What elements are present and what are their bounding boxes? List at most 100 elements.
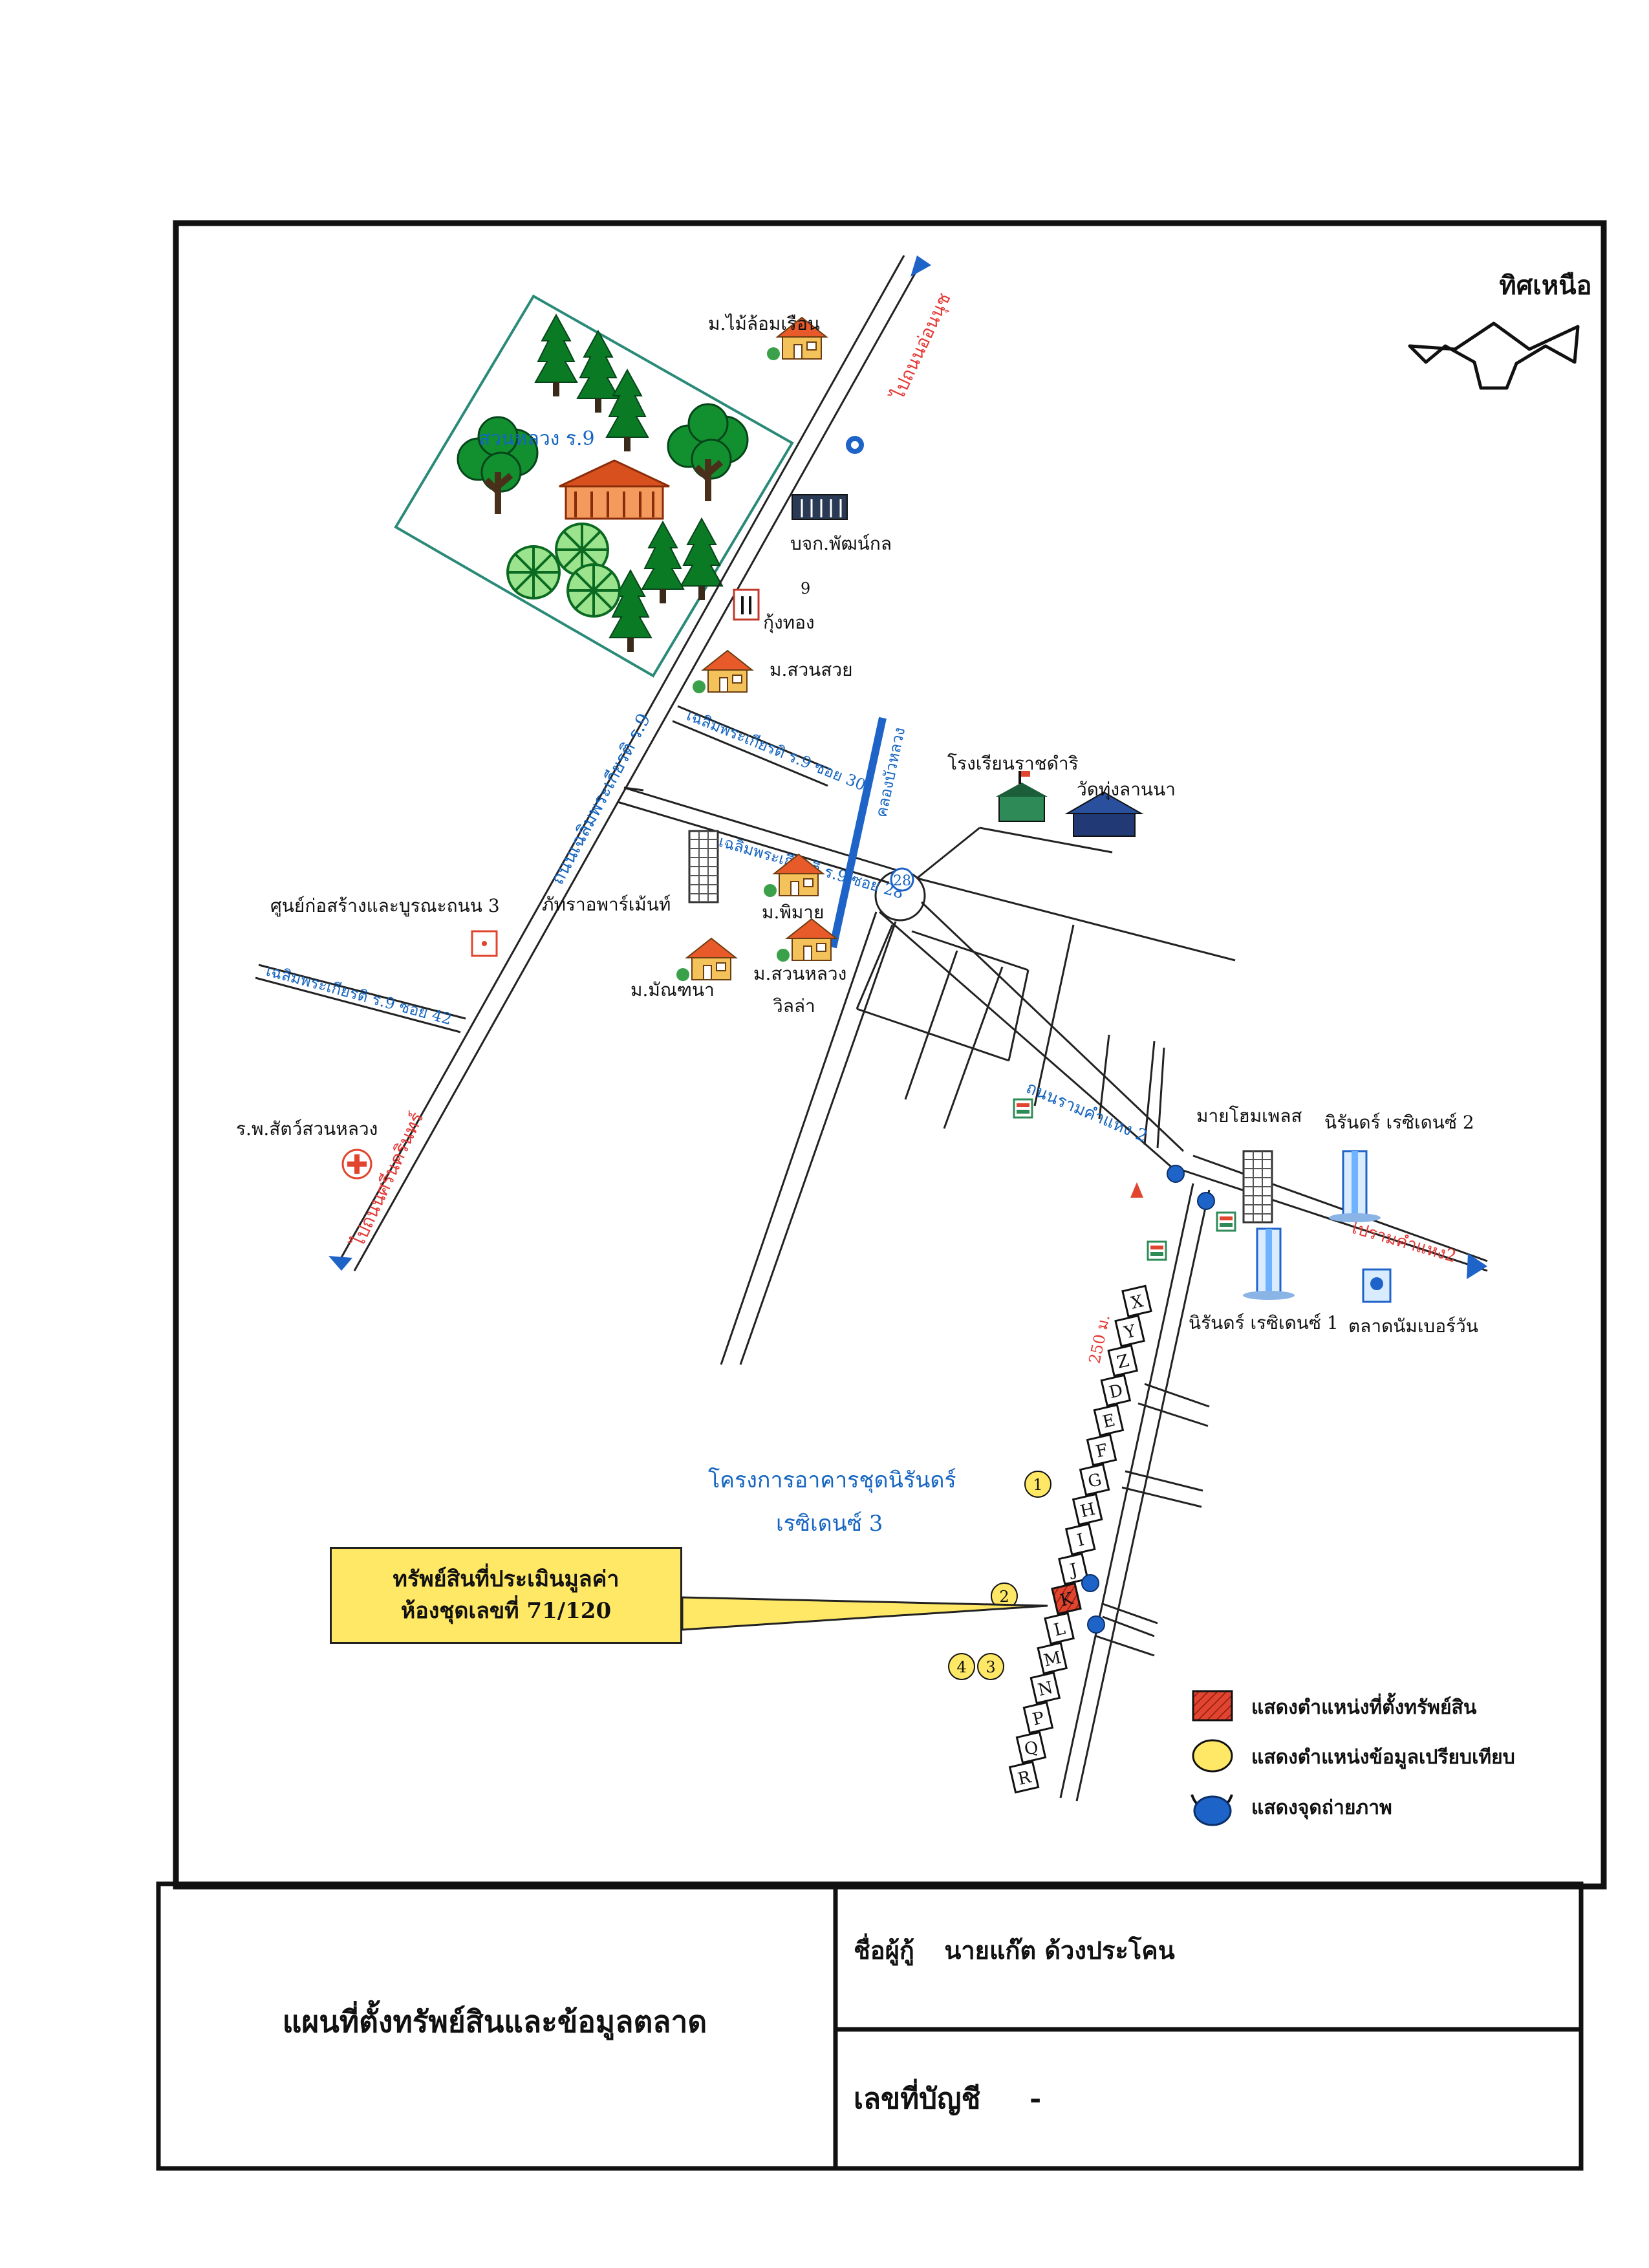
road-label-soi-west: เฉลิมพระเกียรติ ร.9 ซอย 42	[264, 962, 453, 1029]
callout-pointer	[681, 1596, 1048, 1631]
borrower-name: นายแก๊ต ด้วงประโคน	[944, 1936, 1175, 1965]
svg-text:4: 4	[956, 1658, 966, 1676]
place-nine: 9	[801, 579, 810, 598]
subject-callout: ทรัพย์สินที่ประเมินมูลค่า ห้องชุดเลขที่ …	[330, 1547, 682, 1644]
place-wat: วัดทุ่งลานนา	[1077, 779, 1176, 801]
soi28-number: 28	[893, 873, 911, 889]
building-block: Z	[1107, 1344, 1139, 1377]
building-block: Q	[1015, 1731, 1047, 1764]
legend-photo-icon	[1191, 1794, 1233, 1826]
place-mai-lom-ruen: ม.ไม้ล้อมเรือน	[708, 313, 820, 334]
road-label-ramkhamhaeng2: ถนนรามคำแหง 2	[1023, 1078, 1150, 1147]
canal	[829, 717, 887, 949]
borrower-label: ชื่อผู้กู้	[854, 1936, 914, 1965]
apartment-icon	[688, 830, 719, 903]
building-block: F	[1086, 1433, 1117, 1467]
market-icon	[1362, 1268, 1392, 1303]
account-label: เลขที่บัญชี	[854, 2082, 981, 2115]
place-apartment: ภัทราอพาร์เม้นท์	[542, 894, 671, 915]
tower-icon-nirun-2	[1328, 1150, 1382, 1224]
gas-station-icon	[846, 436, 864, 454]
project-label-2: เรซิเดนซ์ 3	[776, 1511, 883, 1537]
house-icon-suan-luang-villa	[776, 918, 837, 962]
building-block: X	[1121, 1284, 1152, 1318]
road-arrow-north-icon	[911, 255, 931, 277]
road-network	[255, 255, 1488, 1802]
road-arrow-south-icon	[329, 1256, 352, 1271]
convenience-store-icon	[1013, 1098, 1033, 1119]
place-suan-suay: ม.สวนสวย	[770, 659, 853, 680]
subject-block: K	[1051, 1582, 1082, 1615]
place-road-center: ศูนย์ก่อสร้างและบูรณะถนน 3	[270, 895, 500, 917]
building-block: R	[1008, 1760, 1040, 1794]
office-icon	[471, 930, 498, 957]
building-block: J	[1058, 1552, 1089, 1586]
building-block: D	[1100, 1374, 1132, 1407]
building-block: Y	[1114, 1314, 1145, 1348]
road-label-soi30: เฉลิมพระเกียรติ ร.9 ซอย 30	[684, 706, 868, 795]
temple-wat-icon	[1064, 791, 1144, 837]
footer-title: แผนที่ตั้งทรัพย์สินและข้อมูลตลาด	[282, 2004, 707, 2039]
place-phimai: ม.พิมาย	[762, 902, 824, 923]
north-label: ทิศเหนือ	[1499, 270, 1591, 301]
photo-point-icon	[1087, 1615, 1105, 1634]
road-arrow-east-icon	[1467, 1253, 1487, 1279]
legend-photo-label: แสดงจุดถ่ายภาพ	[1251, 1797, 1392, 1820]
place-my-home-place: มายโฮมเพลส	[1196, 1105, 1302, 1127]
project-label-1: โครงการอาคารชุดนิรันดร์	[708, 1467, 956, 1493]
building-letter: L	[1052, 1619, 1068, 1640]
legend-subject-label: แสดงตำแหน่งที่ตั้งทรัพย์สิน	[1251, 1692, 1477, 1719]
tower-icon-my-home-place	[1242, 1150, 1273, 1224]
photo-point-icon	[1167, 1165, 1185, 1183]
account-row: เลขที่บัญชี -	[854, 2076, 1041, 2121]
park-area	[394, 294, 794, 678]
building-block: G	[1079, 1463, 1110, 1496]
building-block: I	[1064, 1522, 1096, 1556]
park-label: สวนหลวง ร.9	[479, 427, 595, 450]
place-suan-luang-villa-2: วิลล่า	[773, 995, 815, 1017]
photo-point-icon	[1197, 1192, 1215, 1210]
account-value: -	[1029, 2082, 1042, 2115]
photo-point-icon	[1081, 1574, 1099, 1592]
building-block: M	[1037, 1641, 1068, 1675]
callout-line-2: ห้องชุดเลขที่ 71/120	[400, 1598, 612, 1624]
factory-icon	[792, 494, 848, 520]
place-manchana: ม.มัณฑนา	[630, 979, 715, 1000]
school-icon	[996, 771, 1048, 822]
road-label-to-ramkhamhaeng2: ไปรามคำแหง2	[1346, 1216, 1458, 1266]
house-icon-manchana	[676, 938, 737, 982]
comparable-marker: 2	[991, 1582, 1018, 1610]
legend-subject-icon	[1192, 1690, 1233, 1722]
place-kueng-thong: กุ้งทอง	[763, 612, 815, 634]
convenience-store-icon	[1147, 1240, 1167, 1261]
temple-icon	[559, 459, 670, 520]
svg-text:3: 3	[986, 1658, 995, 1676]
road-label-main: ถนนเฉลิมพระเกียรติ ร.9	[546, 709, 655, 888]
comparable-marker: 4	[948, 1653, 975, 1680]
legend-comparable-icon	[1192, 1739, 1233, 1773]
house-icon-suan-suay	[692, 650, 753, 694]
map-frame	[173, 220, 1607, 1890]
building-letter: P	[1031, 1708, 1046, 1729]
building-block: P	[1022, 1701, 1054, 1734]
building-letter: M	[1042, 1648, 1063, 1670]
building-block: L	[1044, 1612, 1075, 1645]
svg-text:1: 1	[1033, 1476, 1042, 1494]
north-arrow-icon	[1408, 321, 1580, 390]
comparable-marker: 1	[1024, 1471, 1051, 1498]
place-nirun-2: นิรันดร์ เรซิเดนซ์ 2	[1324, 1112, 1474, 1133]
convenience-store-icon	[1216, 1211, 1236, 1232]
legend: แสดงตำแหน่งที่ตั้งทรัพย์สิน แสดงตำแหน่งข…	[1191, 1690, 1515, 1826]
place-school: โรงเรียนราชดำริ	[947, 753, 1079, 774]
soi28-marker: 28	[890, 867, 914, 892]
building-block: E	[1093, 1403, 1125, 1437]
building-block: H	[1072, 1493, 1103, 1526]
place-market: ตลาดนัมเบอร์วัน	[1348, 1315, 1478, 1337]
comparable-marker: 3	[977, 1653, 1004, 1680]
place-vet-hospital: ร.พ.สัตว์สวนหลวง	[236, 1118, 378, 1139]
tower-icon-nirun-1	[1242, 1227, 1296, 1301]
road-arrow-distance-icon	[1130, 1182, 1143, 1198]
building-block: N	[1029, 1671, 1061, 1705]
